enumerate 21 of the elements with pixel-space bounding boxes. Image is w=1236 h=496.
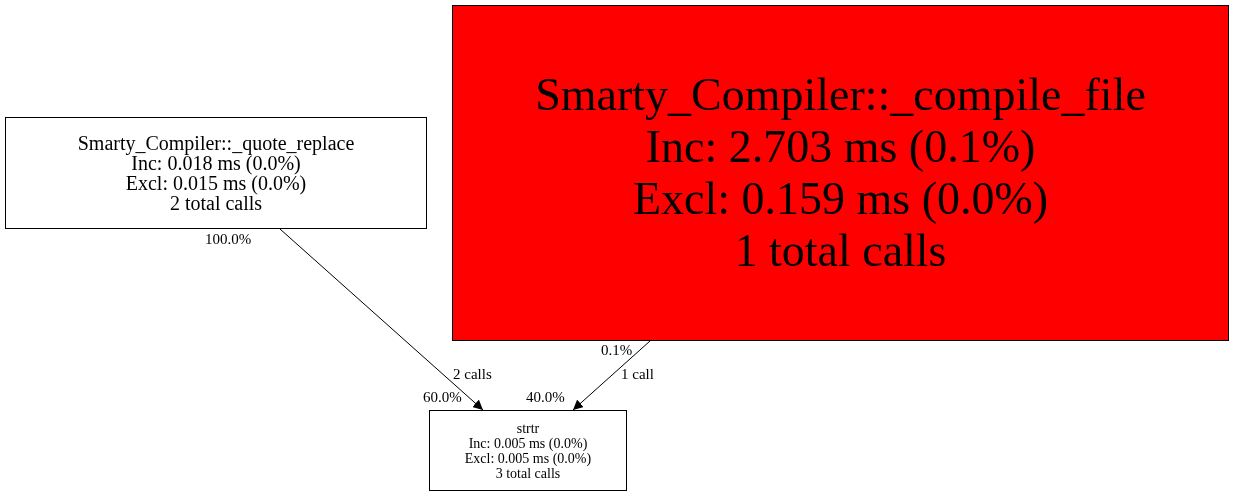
stat-text: Inc: 2.703 ms (0.1%) — [645, 121, 1036, 173]
stat-text: Excl: 0.159 ms (0.0%) — [632, 173, 1049, 225]
stat-text: 2 total calls — [169, 193, 263, 213]
edge-label: 1 call — [621, 366, 654, 383]
function-name: strtr — [516, 420, 540, 436]
arrow — [572, 340, 651, 411]
arrow — [279, 228, 484, 411]
percent-label: 60.0% — [423, 389, 462, 406]
function-box — [452, 5, 1229, 341]
stat-text: Inc: 0.005 ms (0.0%) — [468, 435, 588, 451]
percent-label: 40.0% — [526, 389, 565, 406]
function-name: Smarty_Compiler::_compile_file — [535, 69, 1146, 121]
stat-text: 3 total calls — [495, 465, 561, 481]
stat-text: Excl: 0.005 ms (0.0%) — [464, 450, 592, 466]
percent-label: 0.1% — [601, 342, 633, 359]
stat-text: 1 total calls — [734, 225, 947, 277]
function-box — [5, 117, 427, 229]
function-box — [429, 410, 627, 491]
stat-text: Excl: 0.015 ms (0.0%) — [125, 173, 307, 193]
percent-label: 100.0% — [205, 231, 252, 248]
edge-label: 2 calls — [453, 366, 492, 383]
